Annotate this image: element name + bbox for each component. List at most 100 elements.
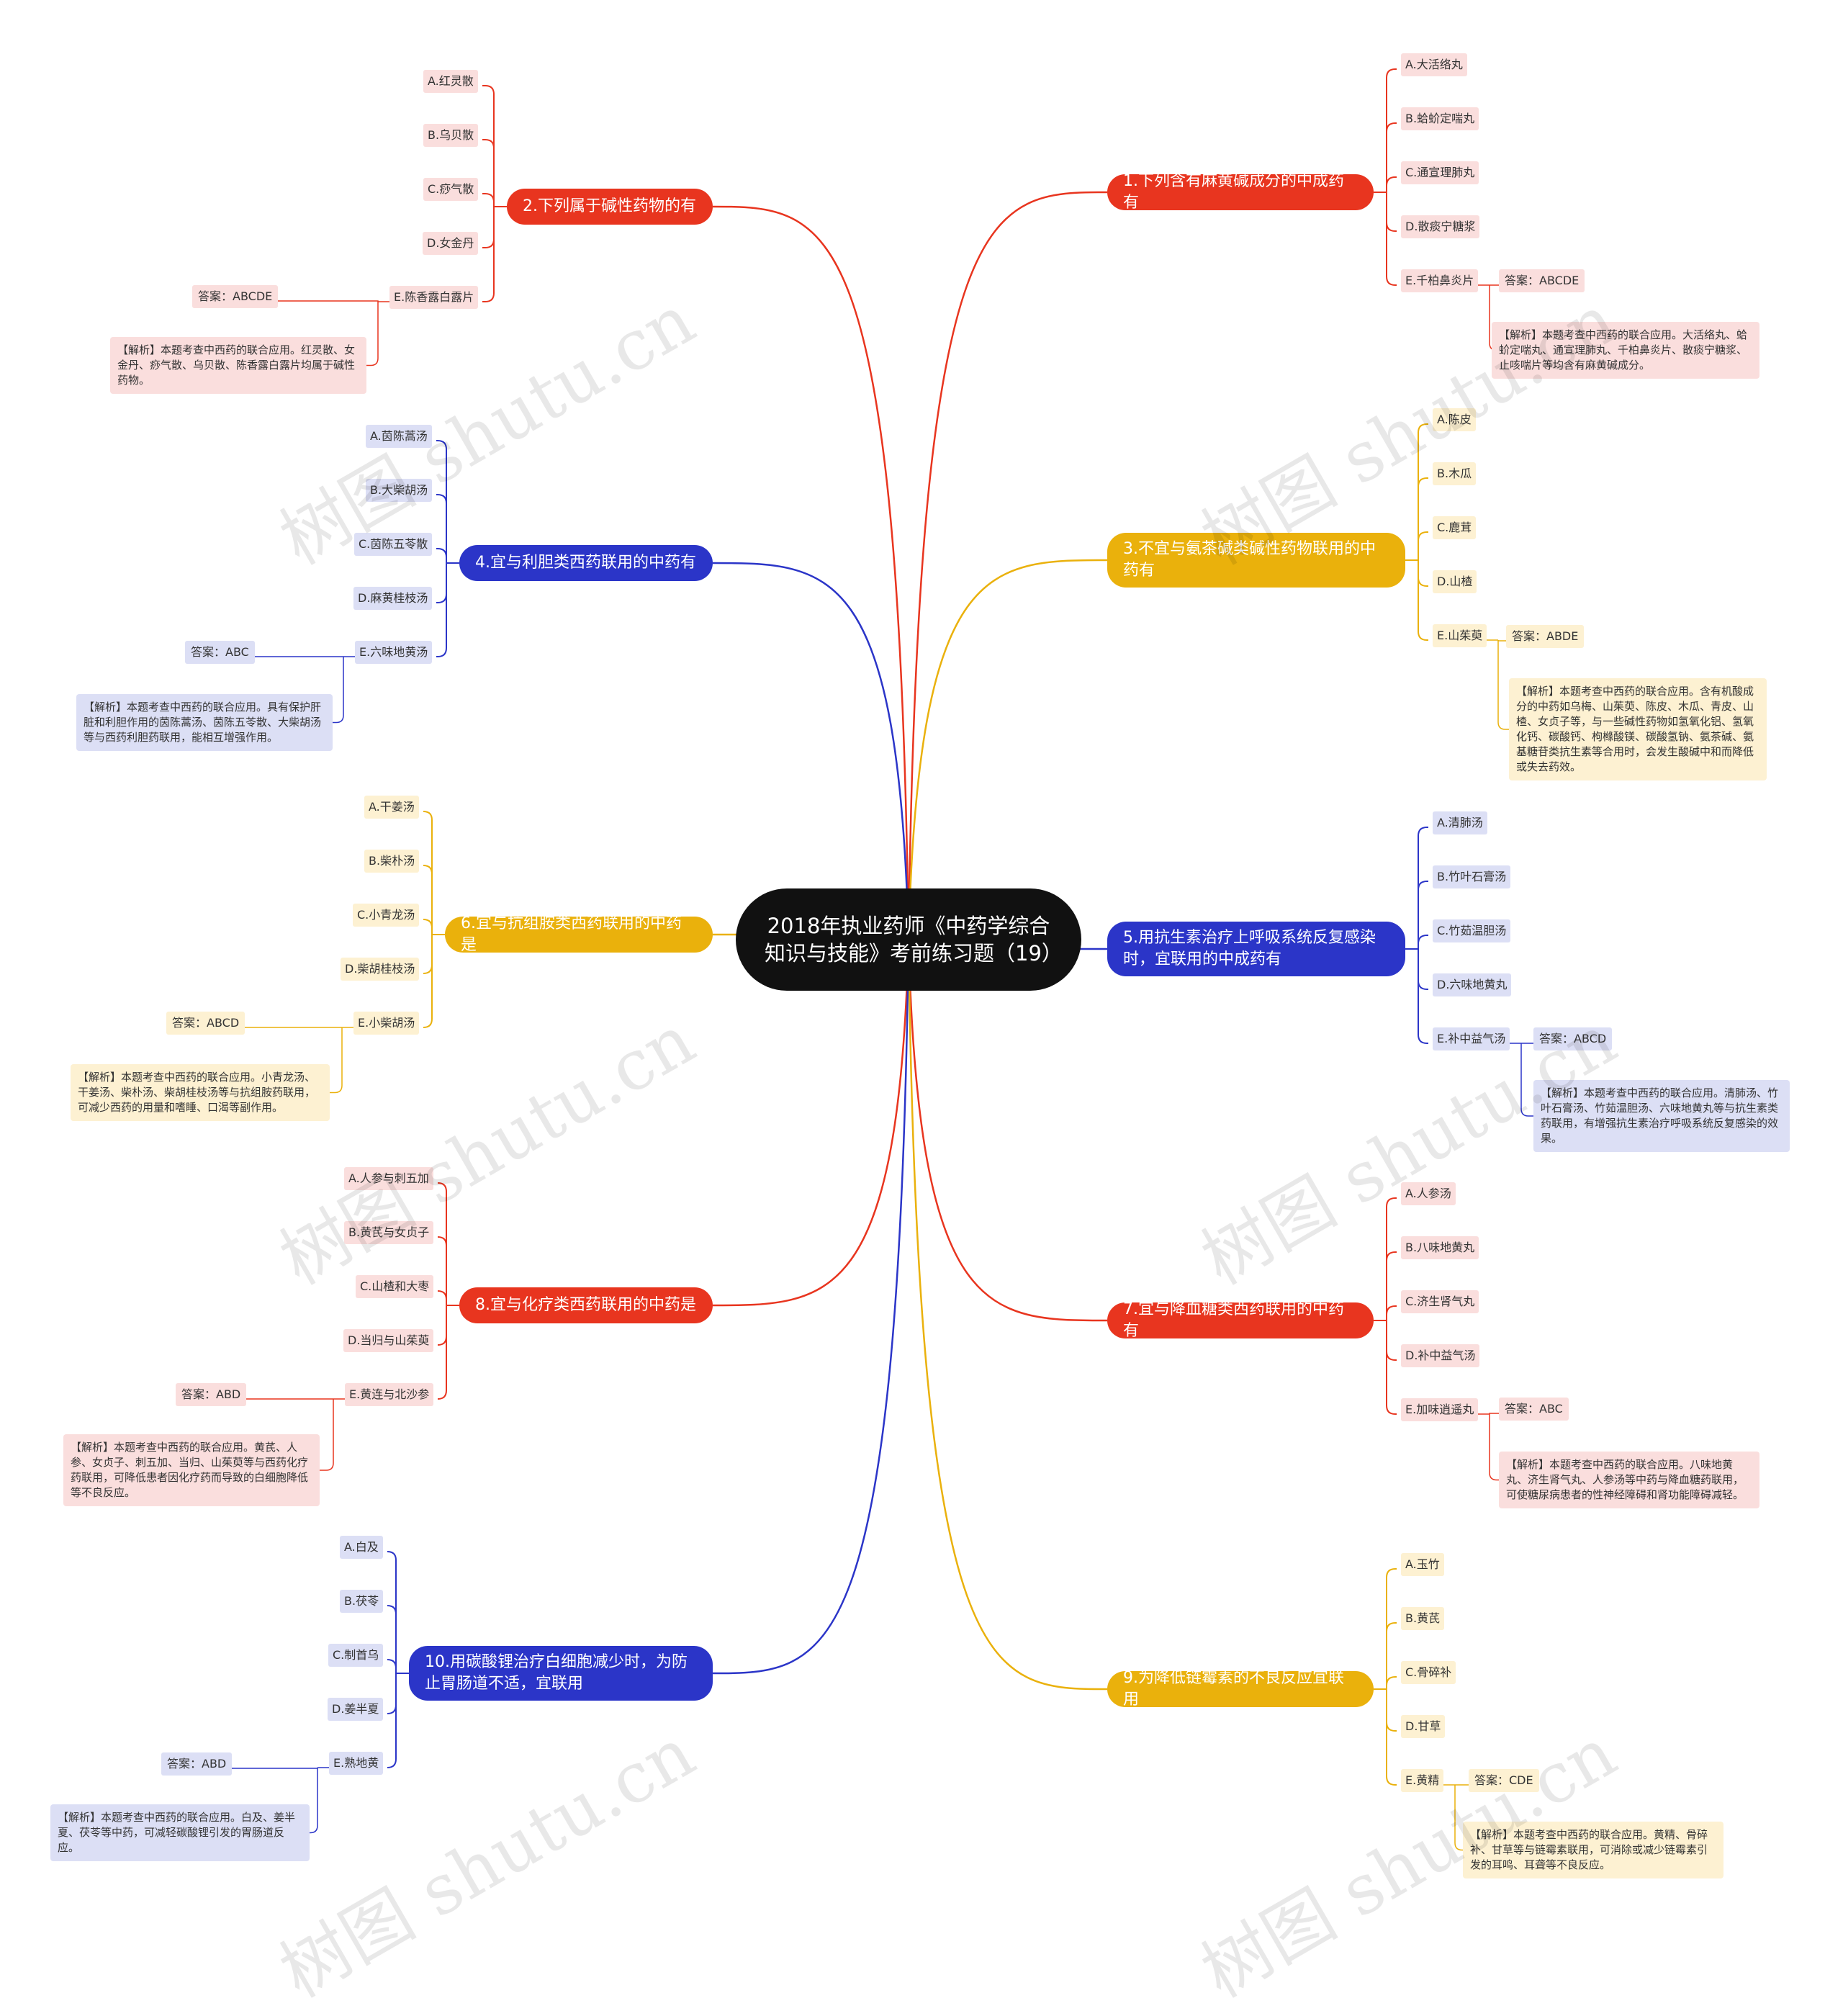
option-a[interactable]: A.茵陈蒿汤	[366, 425, 432, 448]
option-d[interactable]: D.六味地黄丸	[1433, 973, 1512, 996]
connector	[1386, 122, 1397, 192]
analysis-text: 【解析】本题考查中西药的联合应用。黄芪、人参、女贞子、刺五加、当归、山茱萸等与西…	[63, 1434, 320, 1506]
connector	[1386, 68, 1397, 192]
option-b[interactable]: B.竹叶石膏汤	[1433, 865, 1511, 888]
connector	[1418, 949, 1428, 990]
answer-label: 答案：ABCDE	[192, 285, 279, 308]
option-b[interactable]: B.柴朴汤	[364, 850, 420, 873]
option-c[interactable]: C.茵陈五苓散	[354, 533, 433, 556]
connector	[387, 1605, 397, 1673]
option-b[interactable]: B.乌贝散	[423, 124, 479, 147]
connector	[437, 1305, 447, 1400]
connector	[437, 1236, 447, 1305]
option-c[interactable]: C.制首乌	[328, 1644, 384, 1667]
option-e[interactable]: E.六味地黄汤	[355, 641, 433, 664]
root-topic[interactable]: 2018年执业药师《中药学综合知识与技能》考前练习题（19）	[736, 888, 1081, 991]
option-d[interactable]: D.当归与山茱萸	[343, 1329, 434, 1352]
connector	[310, 1768, 318, 1834]
connector	[423, 811, 433, 935]
analysis-text: 【解析】本题考查中西药的联合应用。八味地黄丸、济生肾气丸、人参汤等中药与降血糖药…	[1499, 1452, 1759, 1508]
connector	[320, 1399, 334, 1471]
option-e[interactable]: E.加味逍遥丸	[1401, 1398, 1479, 1421]
option-e[interactable]: E.黄连与北沙参	[345, 1383, 434, 1406]
option-c[interactable]: C.竹茹温胆汤	[1433, 919, 1511, 942]
option-d[interactable]: D.散痰宁糖浆	[1401, 215, 1480, 238]
option-c[interactable]: C.骨碎补	[1401, 1661, 1456, 1684]
option-d[interactable]: D.山楂	[1433, 570, 1477, 593]
question-2[interactable]: 2.下列属于碱性药物的有	[507, 189, 713, 225]
answer-label: 答案：ABCD	[1533, 1027, 1613, 1050]
question-5[interactable]: 5.用抗生素治疗上呼吸系统反复感染时，宜联用的中成药有	[1107, 922, 1405, 976]
question-8[interactable]: 8.宜与化疗类西药联用的中药是	[459, 1287, 713, 1323]
connector	[712, 939, 910, 1675]
option-d[interactable]: D.女金丹	[423, 232, 479, 255]
option-d[interactable]: D.甘草	[1401, 1715, 1446, 1738]
option-c[interactable]: C.济生肾气丸	[1401, 1290, 1479, 1313]
connector	[437, 1182, 447, 1305]
option-d[interactable]: D.麻黄桂枝汤	[353, 587, 433, 610]
option-a[interactable]: A.陈皮	[1433, 408, 1476, 431]
option-a[interactable]: A.干姜汤	[364, 796, 419, 819]
option-c[interactable]: C.通宣理肺丸	[1401, 161, 1479, 184]
option-c[interactable]: C.痧气散	[423, 178, 479, 201]
connector	[423, 919, 433, 935]
connector	[1497, 640, 1506, 642]
option-e[interactable]: E.熟地黄	[329, 1752, 384, 1775]
connector	[1418, 560, 1428, 587]
option-d[interactable]: D.姜半夏	[328, 1698, 384, 1721]
connector	[1386, 192, 1397, 286]
option-e[interactable]: E.陈香露白露片	[389, 286, 479, 309]
option-a[interactable]: A.人参与刺五加	[344, 1167, 433, 1190]
option-a[interactable]: A.玉竹	[1401, 1553, 1444, 1576]
connector	[1386, 1568, 1397, 1689]
answer-label: 答案：ABD	[161, 1752, 233, 1776]
connector	[1386, 1689, 1397, 1786]
option-b[interactable]: B.茯苓	[340, 1590, 384, 1613]
option-b[interactable]: B.黄芪与女贞子	[344, 1221, 434, 1244]
connector	[712, 939, 910, 1307]
analysis-text: 【解析】本题考查中西药的联合应用。红灵散、女金丹、痧气散、乌贝散、陈香露白露片均…	[110, 337, 366, 394]
connector	[387, 1659, 397, 1673]
question-3[interactable]: 3.不宜与氨茶碱类碱性药物联用的中药有	[1107, 533, 1405, 588]
option-a[interactable]: A.大活络丸	[1401, 53, 1467, 76]
connector	[482, 139, 495, 207]
option-a[interactable]: A.红灵散	[423, 70, 478, 93]
option-d[interactable]: D.柴胡桂枝汤	[341, 958, 420, 981]
connector	[423, 935, 433, 974]
answer-label: 答案：ABCDE	[1499, 269, 1585, 292]
option-b[interactable]: B.蛤蚧定喘丸	[1401, 107, 1479, 130]
option-a[interactable]: A.白及	[340, 1536, 383, 1559]
option-e[interactable]: E.黄精	[1401, 1769, 1444, 1792]
question-1[interactable]: 1.下列含有麻黄碱成分的中成药有	[1107, 172, 1374, 212]
answer-label: 答案：ABDE	[1506, 625, 1585, 648]
connector	[1386, 192, 1397, 232]
option-e[interactable]: E.千柏鼻炎片	[1401, 269, 1479, 292]
answer-label: 答案：ABD	[176, 1383, 247, 1406]
connector	[333, 657, 344, 724]
connector	[907, 191, 1108, 940]
option-b[interactable]: B.大柴胡汤	[366, 479, 433, 502]
option-a[interactable]: A.人参汤	[1401, 1182, 1456, 1205]
option-e[interactable]: E.补中益气汤	[1433, 1027, 1510, 1050]
question-7[interactable]: 7.宜与降血糖类西药联用的中药有	[1107, 1300, 1374, 1340]
option-b[interactable]: B.八味地黄丸	[1401, 1236, 1479, 1259]
option-c[interactable]: C.山楂和大枣	[356, 1275, 434, 1298]
connector	[1418, 949, 1428, 1044]
question-4[interactable]: 4.宜与利胆类西药联用的中药有	[459, 545, 713, 581]
connector	[436, 494, 447, 563]
connector	[387, 1673, 397, 1768]
question-9[interactable]: 9.为降低链霉素的不良反应宜联用	[1107, 1669, 1374, 1709]
connector	[366, 302, 379, 366]
option-e[interactable]: E.小柴胡汤	[353, 1012, 420, 1035]
option-c[interactable]: C.鹿茸	[1433, 516, 1477, 539]
answer-label: 答案：CDE	[1469, 1769, 1539, 1792]
option-e[interactable]: E.山茱萸	[1433, 624, 1487, 647]
connector	[278, 300, 379, 302]
question-6[interactable]: 6.宜与抗组胺类西药联用的中药是	[445, 914, 713, 954]
question-10[interactable]: 10.用碳酸锂治疗白细胞减少时，为防止胃肠道不适，宜联用	[409, 1646, 713, 1701]
option-a[interactable]: A.清肺汤	[1433, 811, 1487, 834]
option-c[interactable]: C.小青龙汤	[353, 904, 420, 927]
option-d[interactable]: D.补中益气汤	[1401, 1344, 1480, 1367]
option-b[interactable]: B.木瓜	[1433, 462, 1477, 485]
option-b[interactable]: B.黄芪	[1401, 1607, 1445, 1630]
